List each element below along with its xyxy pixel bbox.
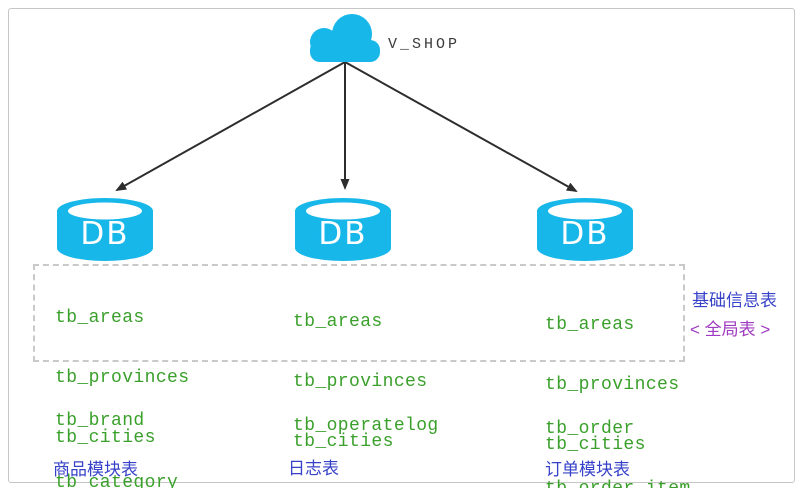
module-table-list-middle: tb_operatelog: [293, 376, 439, 476]
db-cylinder-middle: DB: [293, 198, 393, 262]
module-table-list-left: tb_brand tb_category tb_spu tb_sku: [55, 370, 178, 488]
global-box-note: < 全局表 >: [690, 320, 771, 339]
table-name: tb_cities: [293, 432, 394, 452]
module-table-list-right: tb_order tb_order_item tb_order_log: [545, 379, 691, 488]
module-label-right: 订单模块表: [545, 460, 630, 479]
table-name: tb_cities: [545, 435, 646, 455]
global-tables-box: [33, 264, 685, 362]
table-name: tb_areas: [545, 315, 635, 335]
table-name: tb_order: [545, 419, 635, 439]
cloud-icon: [303, 13, 385, 63]
module-label-left: 商品模块表: [53, 460, 138, 479]
cloud-label: V_SHOP: [388, 36, 461, 53]
db-icon-label: DB: [80, 216, 129, 252]
module-label-middle: 日志表: [288, 459, 339, 478]
table-name: tb_category: [55, 473, 179, 488]
global-box-label: 基础信息表: [692, 291, 777, 310]
global-table-list-left: tb_areas tb_provinces tb_cities tb_dicti…: [55, 268, 201, 488]
global-table-list-middle: tb_areas tb_provinces tb_cities tb_dicti…: [293, 272, 439, 488]
table-name: tb_provinces: [545, 375, 680, 395]
global-table-list-right: tb_areas tb_provinces tb_cities tb_dicti…: [545, 275, 691, 488]
table-name: tb_areas: [55, 308, 145, 328]
table-name: tb_areas: [293, 312, 383, 332]
db-icon-label: DB: [318, 216, 367, 252]
db-cylinder-right: DB: [535, 198, 635, 262]
table-name: tb_provinces: [55, 368, 190, 388]
table-name: tb_brand: [55, 411, 145, 431]
db-icon-label: DB: [560, 216, 609, 252]
db-cylinder-left: DB: [55, 198, 155, 262]
table-name: tb_operatelog: [293, 416, 439, 436]
table-name: tb_provinces: [293, 372, 428, 392]
table-name: tb_cities: [55, 428, 156, 448]
table-name: tb_order_item: [545, 479, 691, 488]
